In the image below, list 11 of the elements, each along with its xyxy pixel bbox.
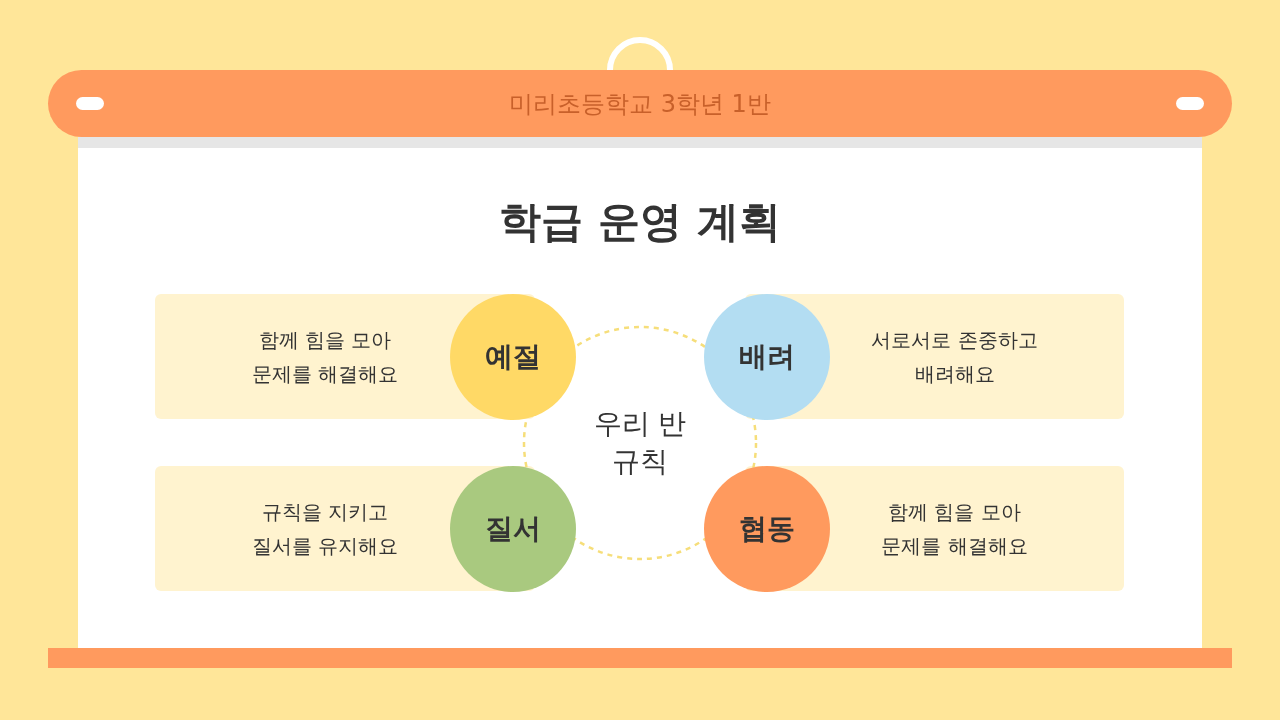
rule-name: 협동: [739, 511, 795, 547]
center-label: 우리 반 규칙: [592, 406, 688, 480]
rule-description: 서로서로 존중하고 배려해요: [870, 326, 1039, 388]
rule-description: 함께 힘을 모아 문제를 해결해요: [250, 326, 400, 388]
rule-name: 질서: [485, 511, 541, 547]
rule-description: 규칙을 지키고 질서를 유지해요: [250, 498, 400, 560]
rule-description: 함께 힘을 모아 문제를 해결해요: [880, 498, 1029, 560]
page-title: 학급 운영 계획: [498, 196, 782, 248]
class-name: 미리초등학교 3학년 1반: [509, 88, 771, 120]
rule-name: 배려: [739, 339, 795, 375]
rule-name: 예절: [485, 339, 541, 375]
